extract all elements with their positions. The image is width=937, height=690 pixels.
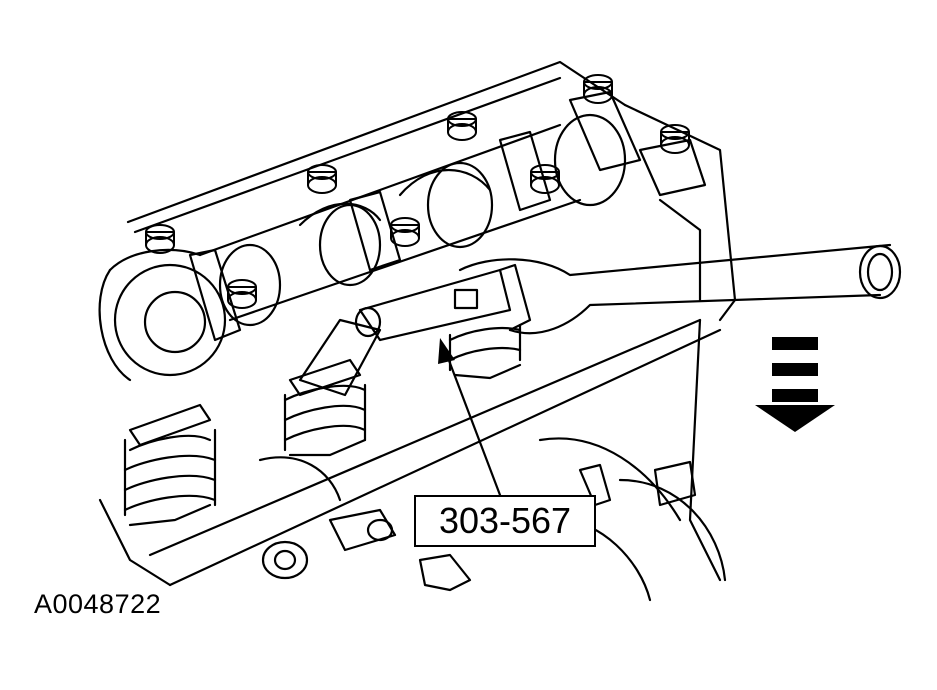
bearing-caps <box>188 90 707 342</box>
lower-details <box>258 456 697 592</box>
callout-leader <box>443 348 502 497</box>
bolts <box>145 74 690 309</box>
tool-callout-label: 303-567 <box>414 495 596 547</box>
camshaft <box>98 113 627 382</box>
down-arrow-icon <box>755 337 835 432</box>
callout-leader-arrowhead <box>438 338 455 364</box>
valve-spring-compressor-tool <box>298 243 902 397</box>
figure-id: A0048722 <box>34 589 162 619</box>
